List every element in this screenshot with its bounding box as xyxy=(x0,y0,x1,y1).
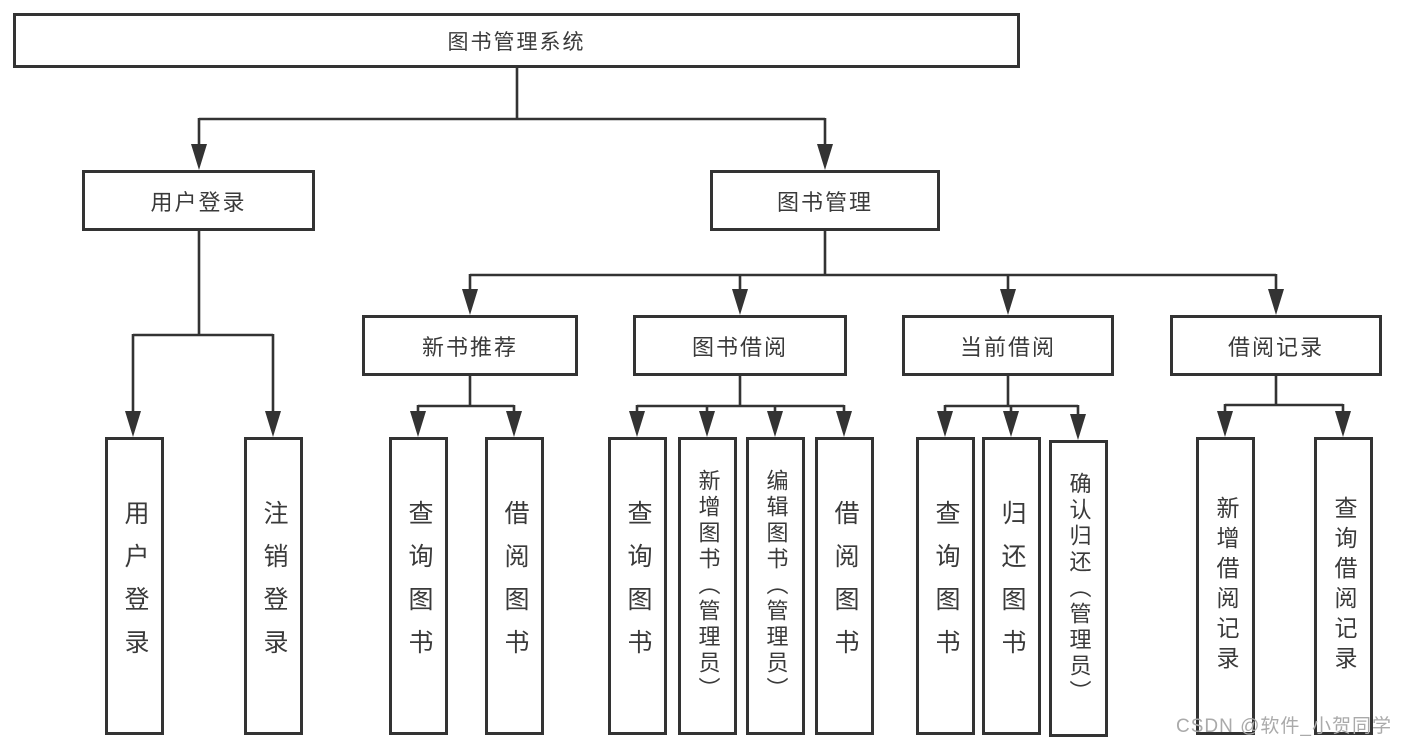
leaf-add-borrow-record: 新增借阅记录 xyxy=(1196,437,1255,735)
leaf-query-books-recommend: 查询图书 xyxy=(389,437,448,735)
node-label: 借阅记录 xyxy=(1227,334,1324,360)
leaf-query-books-borrow: 查询图书 xyxy=(608,437,667,735)
node-label: 图书借阅 xyxy=(691,334,788,360)
leaf-label: 注销登录 xyxy=(260,500,288,672)
node-root: 图书管理系统 xyxy=(13,13,1020,68)
leaf-edit-books-admin: 编辑图书（管理员） xyxy=(746,437,805,735)
leaf-label: 查询图书 xyxy=(624,500,652,672)
leaf-label: 归还图书 xyxy=(998,500,1026,672)
node-label: 用户登录 xyxy=(150,189,247,215)
node-label: 新书推荐 xyxy=(421,334,518,360)
node-user-login: 用户登录 xyxy=(82,170,315,231)
leaf-label: 用户登录 xyxy=(121,500,149,672)
leaf-label: 借阅图书 xyxy=(501,500,529,672)
leaf-query-books-current: 查询图书 xyxy=(916,437,975,735)
leaf-logout: 注销登录 xyxy=(244,437,303,735)
leaf-confirm-return-admin: 确认归还（管理员） xyxy=(1049,440,1108,737)
node-book-management: 图书管理 xyxy=(710,170,940,231)
node-label: 图书管理 xyxy=(776,189,873,215)
leaf-borrow-books-recommend: 借阅图书 xyxy=(485,437,544,735)
leaf-label: 新增图书（管理员） xyxy=(695,469,721,703)
node-book-borrow: 图书借阅 xyxy=(633,315,847,376)
leaf-label: 新增借阅记录 xyxy=(1213,496,1239,676)
node-current-borrow: 当前借阅 xyxy=(902,315,1114,376)
leaf-return-books: 归还图书 xyxy=(982,437,1041,735)
node-new-book-recommend: 新书推荐 xyxy=(362,315,578,376)
leaf-label: 查询图书 xyxy=(932,500,960,672)
leaf-label: 确认归还（管理员） xyxy=(1066,471,1092,706)
leaf-user-login: 用户登录 xyxy=(105,437,164,735)
arrowhead-icons xyxy=(125,144,1351,440)
csdn-watermark: CSDN @软件_小贺同学 xyxy=(1176,716,1392,737)
leaf-borrow-books: 借阅图书 xyxy=(815,437,874,735)
leaf-label: 查询图书 xyxy=(405,500,433,672)
node-borrow-record: 借阅记录 xyxy=(1170,315,1382,376)
leaf-label: 编辑图书（管理员） xyxy=(763,469,789,703)
leaf-label: 查询借阅记录 xyxy=(1331,496,1357,676)
leaf-label: 借阅图书 xyxy=(831,500,859,672)
node-label: 当前借阅 xyxy=(959,334,1056,360)
node-root-label: 图书管理系统 xyxy=(447,30,586,54)
leaf-query-borrow-record: 查询借阅记录 xyxy=(1314,437,1373,735)
leaf-add-books-admin: 新增图书（管理员） xyxy=(678,437,737,735)
tree-edges xyxy=(131,67,1345,415)
